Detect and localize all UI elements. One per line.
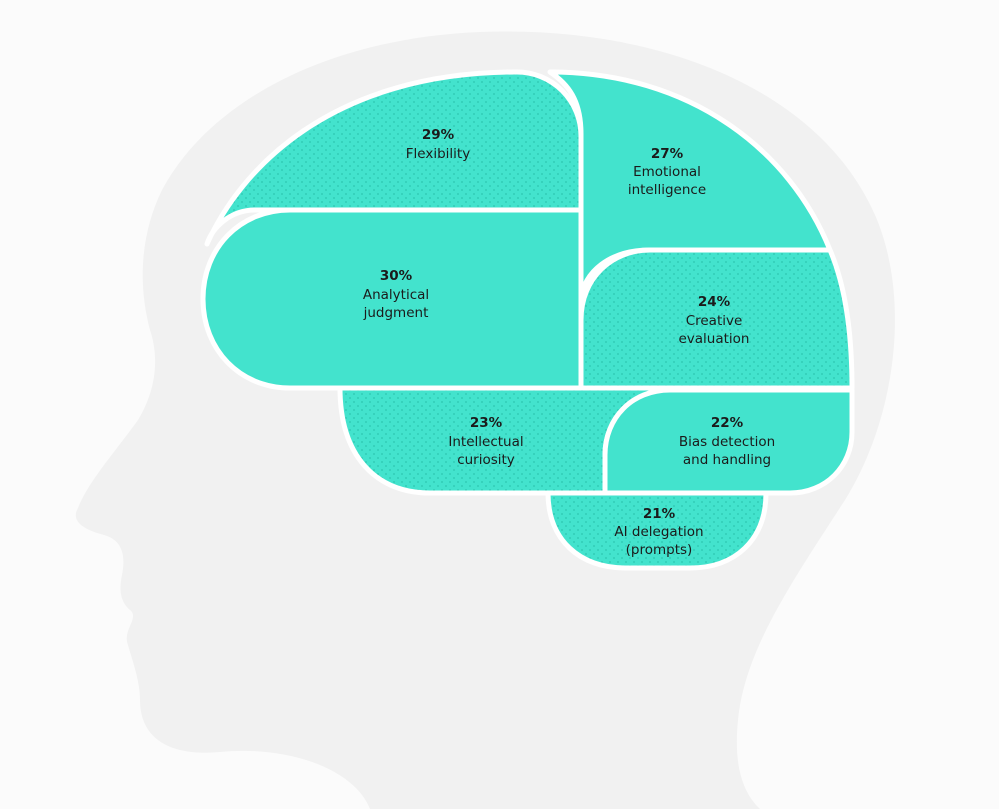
emotional-intelligence-label-line-2: intelligence <box>628 182 706 198</box>
bias-detection-percent: 22% <box>711 415 744 431</box>
ai-delegation-label-line-2: (prompts) <box>626 542 693 558</box>
label-emotional-intelligence: 27% Emotional intelligence <box>628 146 706 198</box>
bias-detection-label-line-2: and handling <box>683 452 771 468</box>
creative-evaluation-label-line-2: evaluation <box>678 331 749 347</box>
ai-delegation-label-line-1: AI delegation <box>614 524 703 540</box>
intellectual-curiosity-label-line-2: curiosity <box>457 452 515 468</box>
ai-delegation-percent: 21% <box>643 506 676 522</box>
label-bias-detection: 22% Bias detection and handling <box>679 415 775 468</box>
bias-detection-label-line-1: Bias detection <box>679 434 775 450</box>
creative-evaluation-percent: 24% <box>698 294 731 310</box>
region-flexibility <box>204 69 584 247</box>
label-creative-evaluation: 24% Creative evaluation <box>678 294 749 347</box>
intellectual-curiosity-label-line-1: Intellectual <box>448 434 523 450</box>
analytical-judgment-label-line-2: judgment <box>363 305 429 321</box>
flexibility-percent: 29% <box>422 127 455 143</box>
creative-evaluation-label-line-1: Creative <box>686 313 743 329</box>
emotional-intelligence-label-line-1: Emotional <box>633 164 701 180</box>
region-bias-detection <box>602 387 855 496</box>
region-analytical-judgment <box>200 207 584 391</box>
intellectual-curiosity-percent: 23% <box>470 415 503 431</box>
label-ai-delegation: 21% AI delegation (prompts) <box>614 506 703 558</box>
flexibility-label: Flexibility <box>406 146 470 162</box>
label-intellectual-curiosity: 23% Intellectual curiosity <box>448 415 523 468</box>
region-ai-delegation <box>545 490 769 571</box>
analytical-judgment-percent: 30% <box>380 268 413 284</box>
emotional-intelligence-percent: 27% <box>651 146 684 162</box>
label-flexibility: 29% Flexibility <box>406 127 470 162</box>
analytical-judgment-label-line-1: Analytical <box>363 287 429 303</box>
label-analytical-judgment: 30% Analytical judgment <box>363 268 430 321</box>
